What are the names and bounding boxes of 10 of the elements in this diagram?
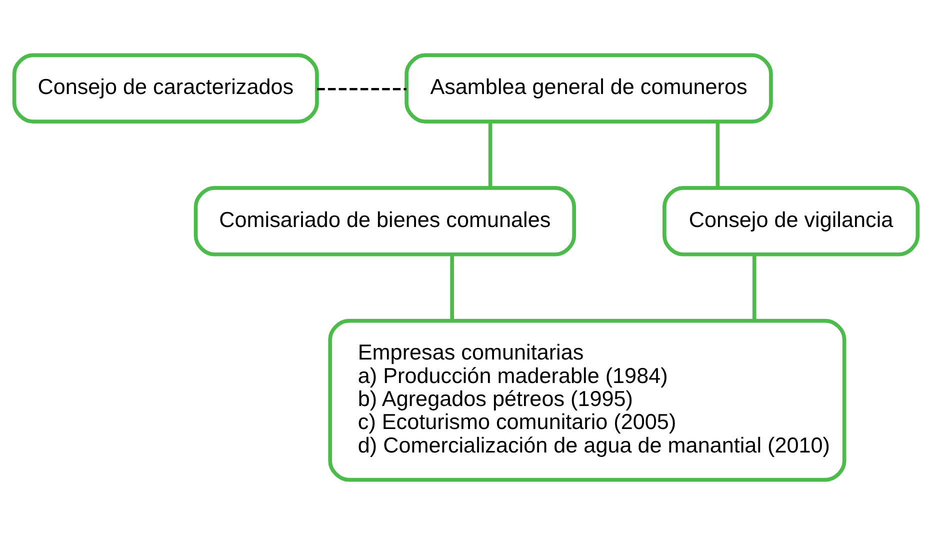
connector — [752, 254, 756, 320]
node-box: Consejo de caracterizados — [12, 53, 319, 124]
connector — [317, 88, 406, 90]
connector — [488, 122, 492, 188]
node-box: Comisariado de bienes comunales — [194, 186, 576, 256]
node-box: Asamblea general de comuneros — [404, 53, 773, 124]
connector — [450, 254, 454, 320]
node-box: Consejo de vigilancia — [662, 186, 920, 256]
node-box: Empresas comunitarias a) Producción maderable (1984) b) Agregados pétreos (1995) c) Ecoturismo comunitario (2005) d) Comercialización de agua de manantial (2010) — [328, 318, 846, 482]
connector — [716, 122, 720, 188]
